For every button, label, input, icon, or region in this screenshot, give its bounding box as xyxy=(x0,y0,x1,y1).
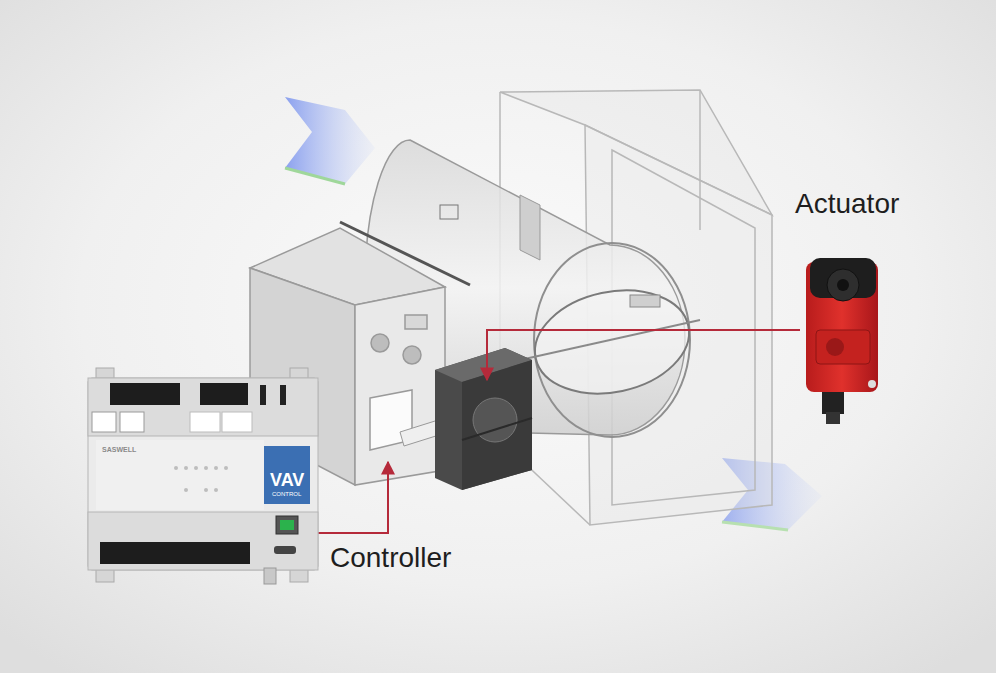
label-text: SASWELL xyxy=(102,446,136,453)
brand-label: SASWELL xyxy=(102,446,136,454)
actuator-device xyxy=(806,258,878,424)
label-text: VAV xyxy=(270,470,304,490)
leader-line xyxy=(318,462,388,533)
callout-label: Actuator xyxy=(795,188,899,220)
label-text: Actuator xyxy=(795,188,899,219)
callout-label: Controller xyxy=(330,542,451,574)
label-text: CONTROL xyxy=(272,491,301,497)
panel-label: VAV xyxy=(270,470,304,491)
label-text: Controller xyxy=(330,542,451,573)
panel-label: CONTROL xyxy=(272,491,301,498)
actuator-block xyxy=(435,348,532,490)
controller-module xyxy=(88,368,318,584)
leader-line xyxy=(487,330,800,380)
